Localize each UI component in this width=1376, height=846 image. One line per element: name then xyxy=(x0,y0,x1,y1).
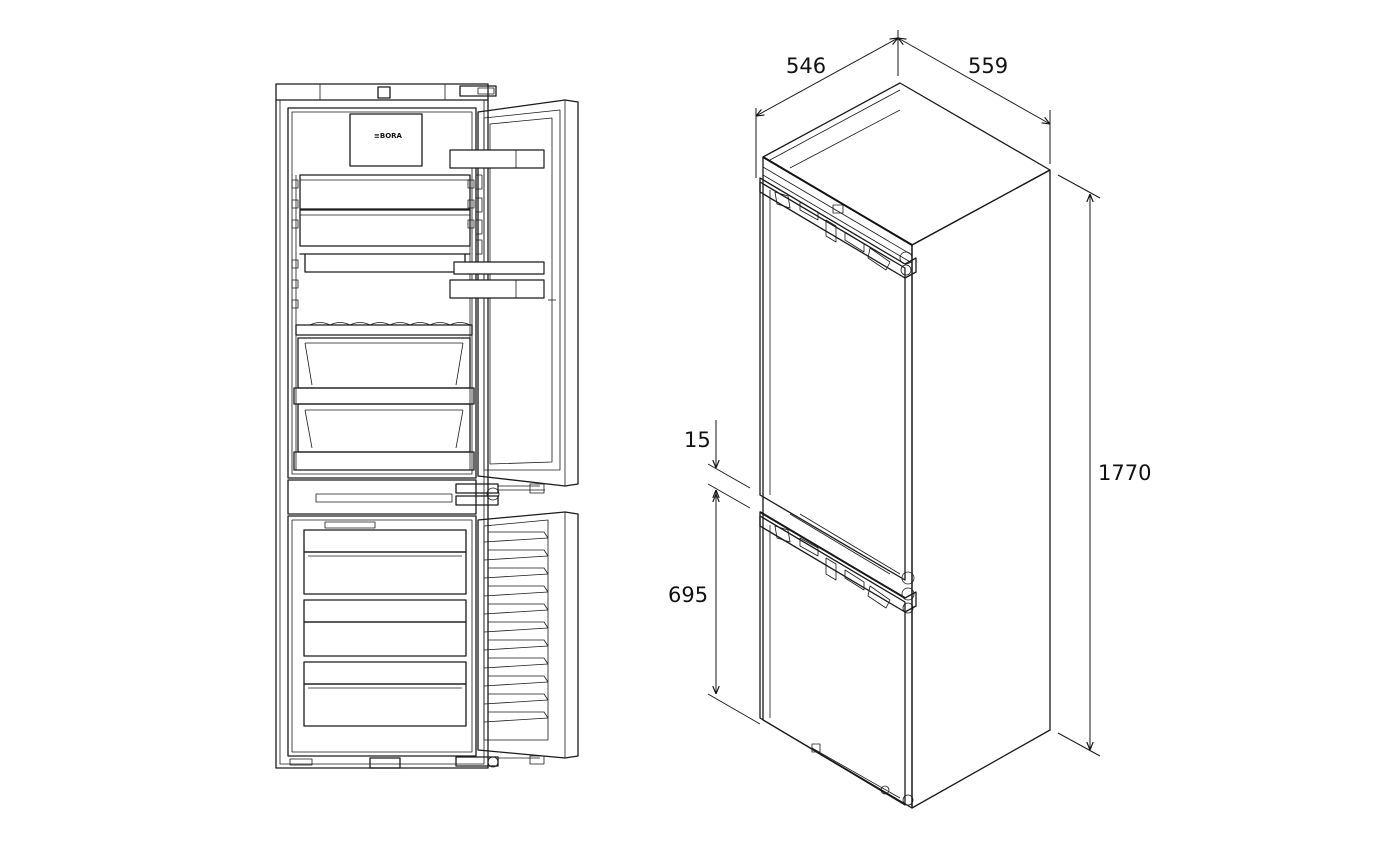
isometric-view xyxy=(759,82,1051,809)
gap-value: 15 xyxy=(684,428,711,452)
upper-door-panel xyxy=(759,181,906,581)
control-panel xyxy=(349,113,423,167)
middle-door-bracket xyxy=(759,511,917,614)
freezer-drawers xyxy=(303,529,467,727)
lower-door-panel xyxy=(759,515,906,806)
top-door-bracket xyxy=(759,177,917,279)
fridge-compartment xyxy=(287,107,477,479)
bottom-hinge xyxy=(455,755,545,768)
width-value: 559 xyxy=(968,54,1008,78)
bottom-door-bracket xyxy=(811,743,914,806)
height-dimension: 1770 xyxy=(1057,174,1151,757)
front-view-open-fridge: ≡BORA xyxy=(275,83,579,769)
cabinet-side xyxy=(911,169,1051,809)
middle-divider xyxy=(287,479,477,515)
freezer-compartment xyxy=(287,515,477,757)
freezer-height-value: 695 xyxy=(668,583,708,607)
fridge-shelves xyxy=(295,174,473,336)
top-switch xyxy=(377,86,391,99)
cabinet-top xyxy=(762,82,1051,246)
freezer-door-open xyxy=(477,511,579,759)
brand-label: ≡BORA xyxy=(374,132,403,140)
fridge-door-open xyxy=(449,99,579,487)
gap-dimension: 15 xyxy=(684,420,751,516)
freezer-height-dimension: 695 xyxy=(668,494,761,725)
height-value: 1770 xyxy=(1098,461,1151,485)
dimension-lines: 546 559 1770 15 695 xyxy=(668,30,1151,757)
depth-value: 546 xyxy=(786,54,826,78)
width-dimension: 559 xyxy=(898,38,1050,164)
top-hinge xyxy=(459,85,497,97)
middle-hinge xyxy=(455,483,545,506)
crisper-drawers xyxy=(293,337,475,471)
